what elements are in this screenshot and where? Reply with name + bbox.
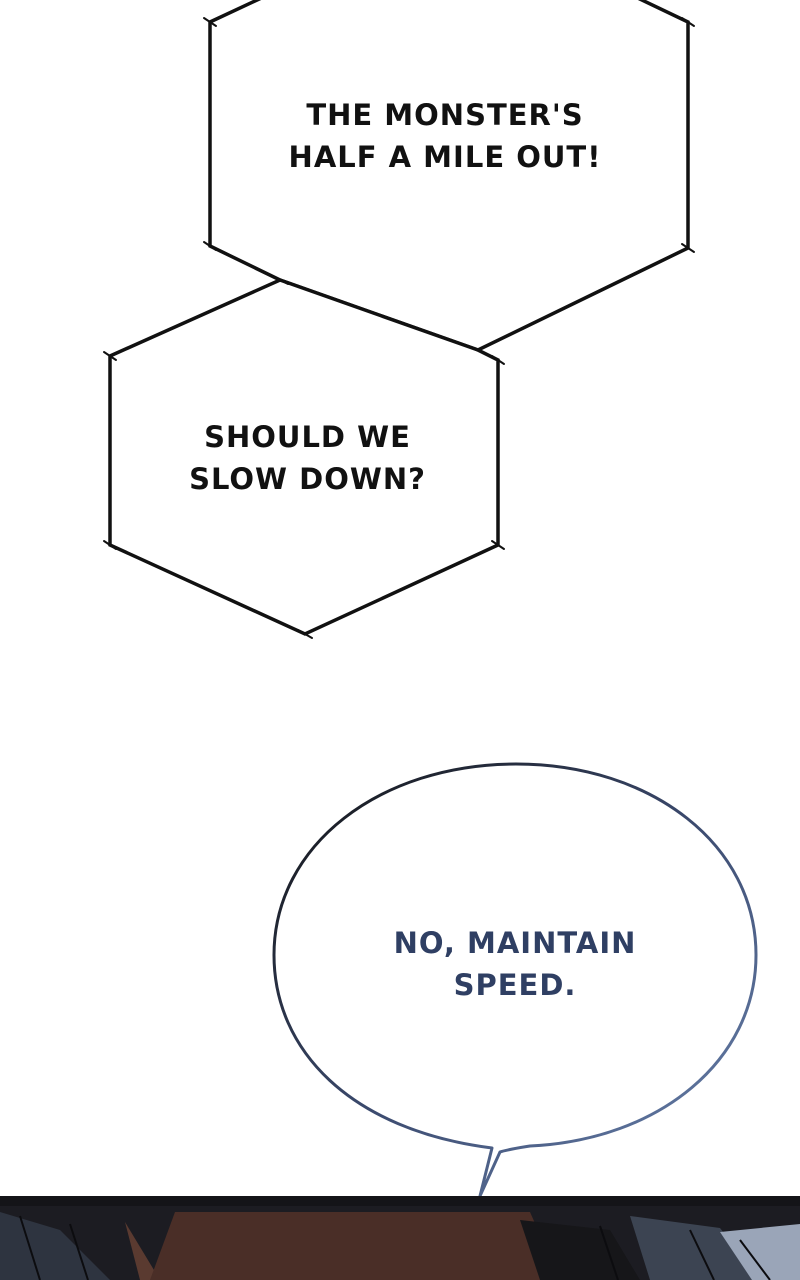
bubble-1-line-1: THE MONSTER'S	[306, 98, 584, 132]
bubble-2-text: SHOULD WE SLOW DOWN?	[150, 416, 465, 500]
hexagon-corner-ticks	[103, 17, 695, 639]
bottom-artwork-strip	[0, 1196, 800, 1280]
bubble-1-text: THE MONSTER'S HALF A MILE OUT!	[250, 94, 640, 178]
bubble-3-text: NO, MAINTAIN SPEED.	[330, 922, 700, 1006]
bubble-3-line-2: SPEED.	[453, 968, 577, 1002]
speech-oval-bubble	[272, 762, 758, 1198]
bubble-2-line-2: SLOW DOWN?	[189, 462, 426, 496]
bubble-1-line-2: HALF A MILE OUT!	[288, 140, 602, 174]
bubble-3-line-1: NO, MAINTAIN	[393, 926, 637, 960]
hexagon-bubble-2	[108, 278, 500, 636]
bubble-2-line-1: SHOULD WE	[204, 420, 411, 454]
